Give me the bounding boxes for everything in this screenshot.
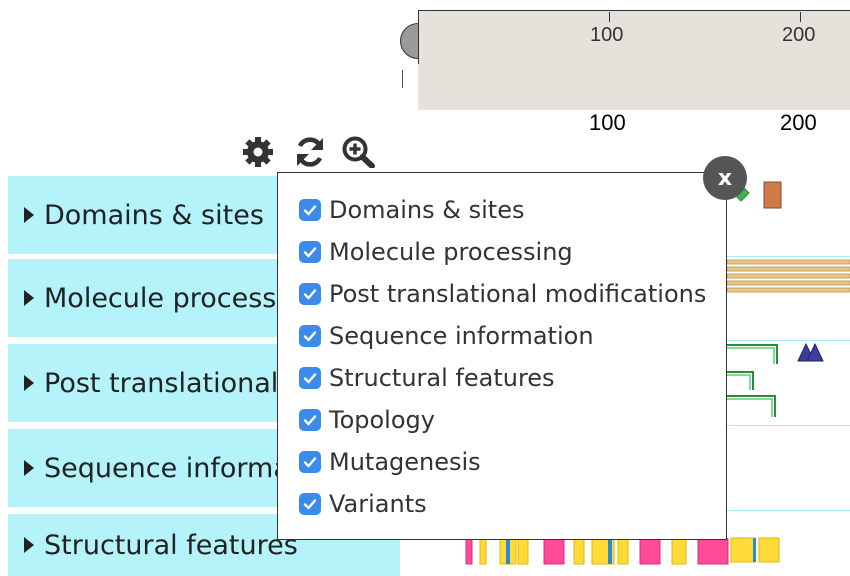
axis-label-100: 100 [589,110,626,135]
checkmark-icon [303,331,317,342]
category-label: Molecule processing [44,282,319,314]
checkbox-checked[interactable] [299,199,321,221]
ptm-feature[interactable] [727,395,776,417]
nav-start-tick [402,70,403,88]
strand-feature[interactable] [758,537,780,563]
axis-label-200: 200 [780,110,817,135]
close-popup-button[interactable]: x [703,156,747,200]
filter-item-label: Structural features [329,364,555,392]
refresh-icon[interactable] [292,132,328,168]
checkmark-icon [303,415,317,426]
filter-item-variants[interactable]: Variants [299,489,427,519]
checkmark-icon [303,499,317,510]
navigation-ruler[interactable]: 100 200 [400,0,850,110]
checkmark-icon [303,289,317,300]
checkbox-checked[interactable] [299,493,321,515]
variant-marker[interactable] [806,342,824,362]
filter-item-label: Molecule processing [329,238,573,266]
nav-band-edge [418,10,419,64]
filter-item-structural-features[interactable]: Structural features [299,363,555,393]
category-filter-popup: Domains & sites Molecule processing Post… [277,172,727,540]
category-label: Structural features [44,529,298,561]
filter-item-label: Sequence information [329,322,594,350]
ptm-feature[interactable] [727,371,754,390]
strand-feature[interactable] [479,538,487,565]
strand-feature[interactable] [730,537,756,563]
ptm-feature[interactable] [727,344,778,364]
expand-arrow-icon [24,290,34,306]
turn-feature[interactable] [753,538,756,562]
filter-item-post-translational-modifications[interactable]: Post translational modifications [299,279,706,309]
checkbox-checked[interactable] [299,409,321,431]
checkbox-checked[interactable] [299,283,321,305]
processing-feature[interactable] [727,266,850,272]
helix-feature[interactable] [639,538,661,565]
nav-label-200: 200 [782,24,816,46]
processing-feature[interactable] [727,287,850,293]
ptm-feature[interactable] [727,398,773,417]
nav-selection-band[interactable] [418,10,850,110]
nav-band-border [418,10,850,11]
helix-feature[interactable] [697,538,729,565]
expand-arrow-icon [24,537,34,553]
checkmark-icon [303,373,317,384]
strand-feature[interactable] [617,538,629,565]
zoom-in-icon[interactable] [340,132,376,169]
strand-feature[interactable] [573,538,585,565]
checkbox-checked[interactable] [299,367,321,389]
filter-item-label: Domains & sites [329,196,525,224]
filter-item-sequence-information[interactable]: Sequence information [299,321,594,351]
helix-feature[interactable] [543,538,565,565]
filter-item-domains-sites[interactable]: Domains & sites [299,195,524,225]
checkmark-icon [303,247,317,258]
expand-arrow-icon [24,460,34,476]
gear-icon[interactable] [240,132,276,168]
filter-item-mutagenesis[interactable]: Mutagenesis [299,447,481,477]
turn-feature[interactable] [506,538,510,564]
turn-feature[interactable] [608,538,612,564]
checkmark-icon [303,205,317,216]
ptm-feature[interactable] [727,374,751,390]
helix-feature[interactable] [465,538,473,565]
close-icon: x [717,165,733,191]
nav-tick [609,12,610,22]
processing-feature[interactable] [727,280,850,286]
ptm-feature[interactable] [727,347,775,364]
checkbox-checked[interactable] [299,241,321,263]
filter-item-label: Variants [329,490,427,518]
checkbox-checked[interactable] [299,451,321,473]
nav-label-100: 100 [590,24,624,46]
filter-item-label: Mutagenesis [329,448,481,476]
structural-feature-track [465,538,729,565]
processing-feature[interactable] [727,273,850,279]
checkmark-icon [303,457,317,468]
filter-item-label: Topology [329,406,435,434]
strand-feature[interactable] [671,538,687,565]
feature-tracks [727,181,850,563]
strand-feature[interactable] [517,538,529,565]
filter-item-molecule-processing[interactable]: Molecule processing [299,237,573,267]
domain-feature[interactable] [763,181,782,209]
filter-item-label: Post translational modifications [329,280,707,308]
nav-tick [800,12,801,22]
checkbox-checked[interactable] [299,325,321,347]
category-label: Domains & sites [44,199,264,231]
expand-arrow-icon [24,375,34,391]
expand-arrow-icon [24,207,34,223]
processing-feature[interactable] [727,259,850,265]
filter-item-topology[interactable]: Topology [299,405,435,435]
